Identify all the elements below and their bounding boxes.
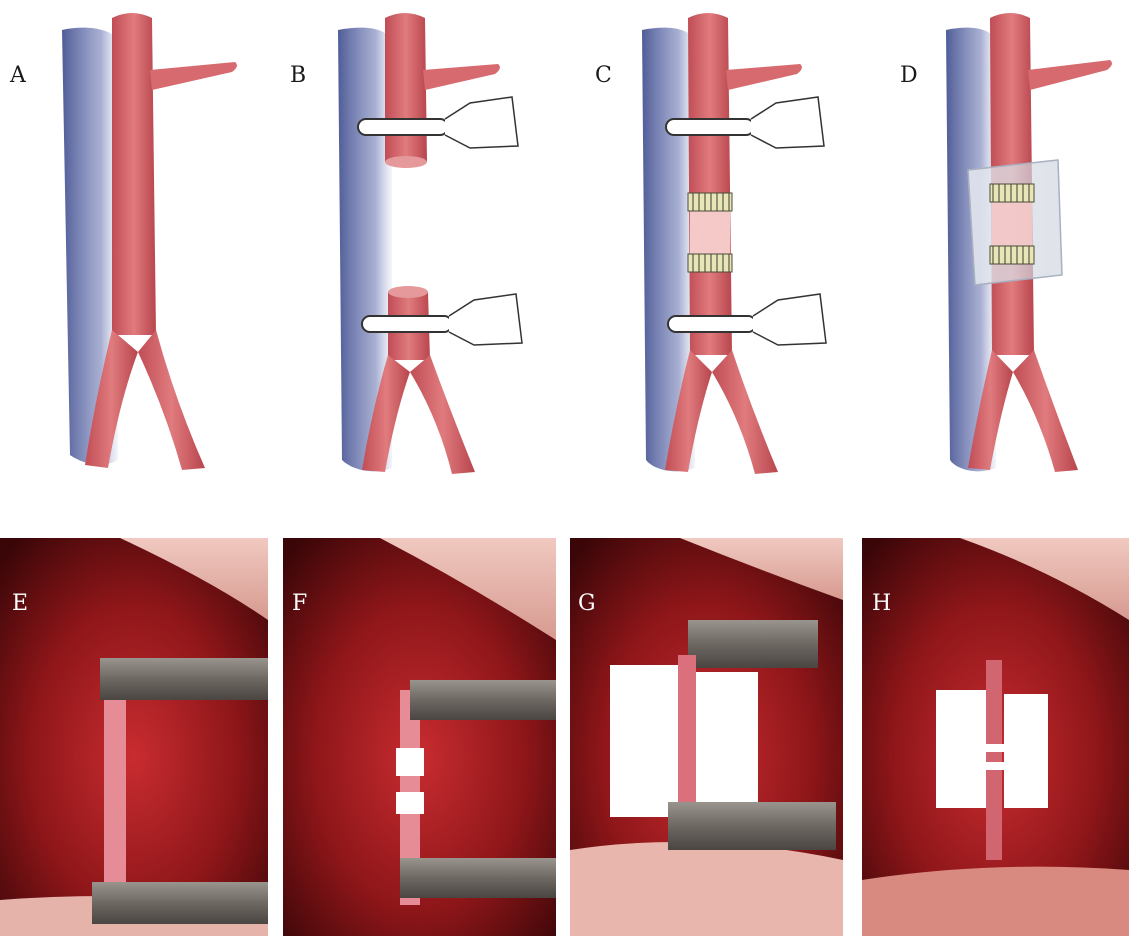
wrap-sheet bbox=[610, 665, 680, 817]
suture-knot bbox=[984, 744, 1004, 752]
clamp-handle bbox=[445, 97, 518, 148]
vascular-clamp bbox=[410, 680, 556, 720]
skin-edge bbox=[862, 867, 1129, 936]
panel-a: A bbox=[9, 13, 237, 470]
stump-opening bbox=[388, 286, 428, 298]
panel-b: B bbox=[290, 13, 522, 474]
panel-label: E bbox=[12, 591, 28, 616]
panel-f: F bbox=[283, 538, 556, 936]
renal-branch bbox=[423, 64, 500, 90]
panel-label: A bbox=[9, 63, 27, 88]
clamp-jaw bbox=[666, 119, 754, 135]
vascular-clamp bbox=[668, 802, 836, 850]
vessel bbox=[104, 700, 126, 890]
graft-segment bbox=[396, 792, 424, 814]
aorta-trunk bbox=[688, 13, 732, 355]
panel-label: C bbox=[595, 63, 612, 88]
renal-branch bbox=[150, 62, 237, 90]
iliac-right bbox=[410, 355, 475, 474]
vessel bbox=[678, 655, 696, 815]
suture-line bbox=[688, 254, 732, 272]
clamp-jaw bbox=[362, 316, 452, 332]
graft-segment bbox=[396, 748, 424, 776]
iliac-right bbox=[1013, 350, 1078, 472]
aorta-trunk bbox=[112, 13, 156, 335]
panel-label: B bbox=[290, 63, 306, 88]
vessel bbox=[986, 660, 1002, 860]
clamp-jaw bbox=[668, 316, 756, 332]
iliac-right bbox=[138, 330, 205, 470]
suture-knot bbox=[984, 762, 1004, 770]
wrap-sheet bbox=[1004, 694, 1048, 808]
skin-edge bbox=[570, 842, 843, 936]
suture-line bbox=[688, 193, 732, 211]
panel-h: H bbox=[862, 538, 1129, 936]
clamp-handle bbox=[751, 97, 824, 148]
stump-opening bbox=[385, 156, 427, 168]
vascular-clamp bbox=[400, 858, 556, 898]
photo-background bbox=[0, 538, 268, 936]
panel-c: C bbox=[595, 13, 826, 474]
suture-line bbox=[990, 184, 1034, 202]
graft-wrap bbox=[968, 160, 1062, 285]
renal-branch bbox=[726, 64, 802, 90]
graft-segment bbox=[992, 200, 1032, 248]
renal-branch bbox=[1028, 60, 1112, 90]
panel-label: F bbox=[292, 591, 307, 616]
clamp-jaw bbox=[358, 119, 448, 135]
vascular-clamp bbox=[688, 620, 818, 668]
clamp-handle bbox=[753, 294, 826, 345]
vascular-clamp bbox=[92, 882, 268, 924]
panel-e: E bbox=[0, 538, 268, 936]
clamp-handle bbox=[449, 294, 522, 345]
wrap-sheet bbox=[936, 690, 986, 808]
vascular-clamp bbox=[100, 658, 268, 700]
panel-d: D bbox=[900, 13, 1112, 472]
aorta-upper-stump bbox=[385, 13, 427, 166]
panel-label: H bbox=[872, 591, 891, 616]
panel-label: G bbox=[578, 591, 596, 616]
panel-g: G bbox=[570, 538, 843, 936]
graft-segment bbox=[690, 208, 730, 258]
panel-label: D bbox=[900, 63, 918, 88]
suture-line bbox=[990, 246, 1034, 264]
wrap-sheet bbox=[696, 672, 758, 820]
iliac-right bbox=[712, 350, 778, 474]
